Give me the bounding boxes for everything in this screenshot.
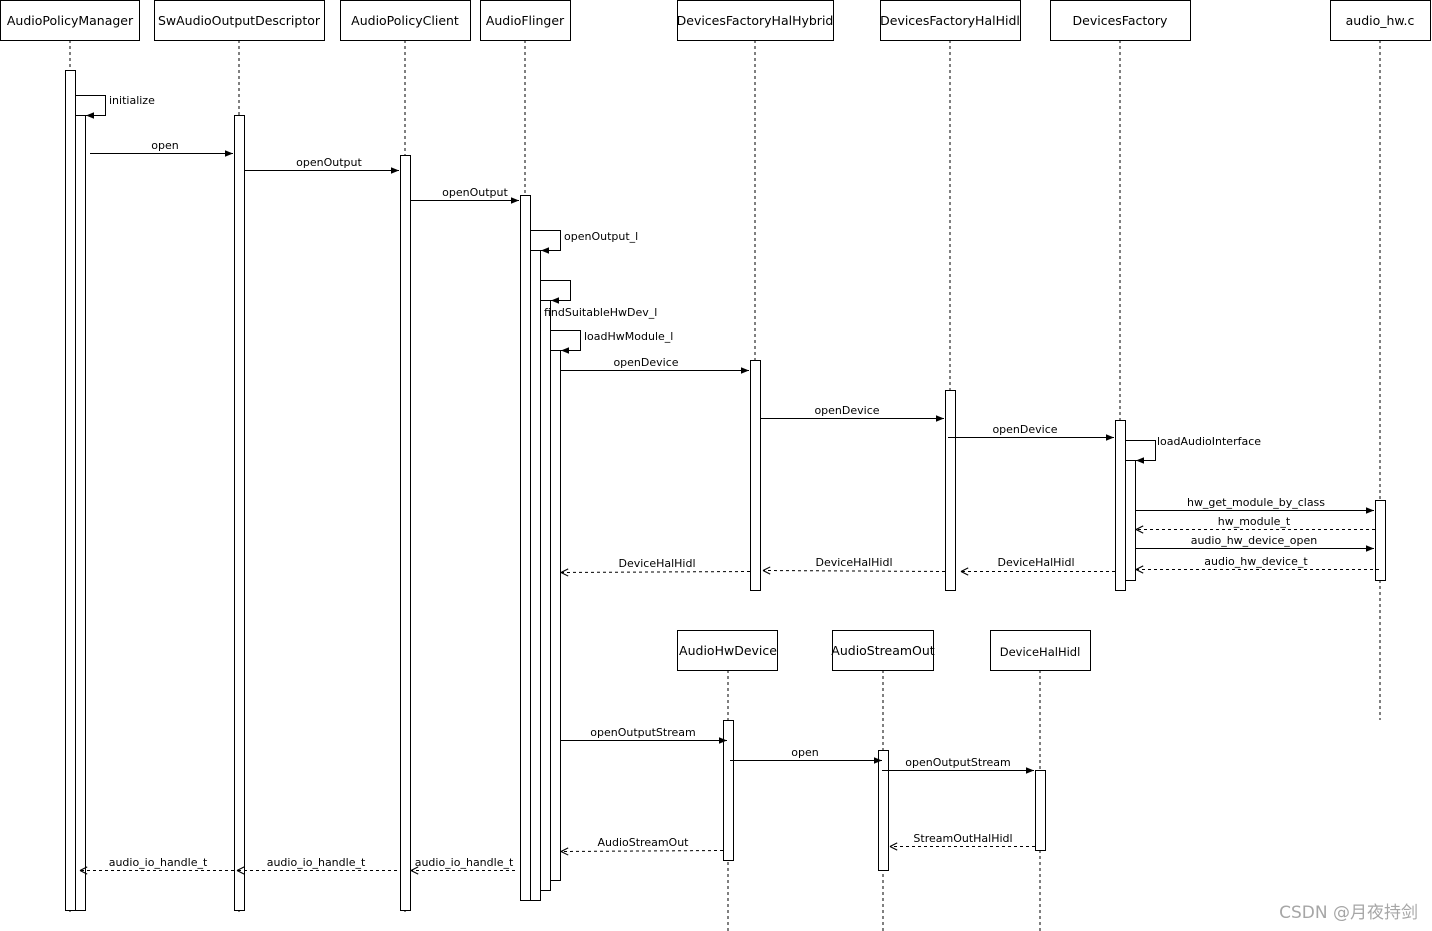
message-label: AudioStreamOut [597,836,689,849]
message-hw-get-module-by-class[interactable]: hw_get_module_by_class [1135,496,1375,514]
participant-devices-factory-hal-hybrid[interactable]: DevicesFactoryHalHybrid [677,0,834,41]
message-label: DeviceHalHidl [997,556,1074,569]
participant-audio-policy-manager[interactable]: AudioPolicyManager [0,0,140,41]
participant-label: DeviceHalHidl [1000,645,1081,659]
message-open-device[interactable]: openDevice [560,356,750,374]
activation-bar [1125,460,1136,581]
message-audio-io-handle-t[interactable]: audio_io_handle_t [79,856,234,875]
participant-label: audio_hw.c [1346,13,1415,28]
message-label: openDevice [814,404,879,417]
activation-bar [540,300,551,891]
message-label: loadHwModule_l [584,330,673,343]
message-label: hw_module_t [1218,515,1291,528]
message-label: audio_hw_device_t [1204,555,1308,568]
participant-audio-stream-out[interactable]: AudioStreamOut [831,630,935,671]
message-label: openOutputStream [905,756,1010,769]
message-find-suitable-hw-dev-l[interactable]: findSuitableHwDev_l [540,280,658,320]
message-open-output[interactable]: openOutput [244,156,400,174]
message-label: audio_io_handle_t [267,856,366,869]
activation-bar [520,195,531,901]
activation-bar [723,720,734,861]
message-open-output-l[interactable]: openOutput_l [530,230,639,254]
watermark: CSDN @月夜持剑 [1279,903,1418,923]
message-device-hal-hidl[interactable]: DeviceHalHidl [762,556,946,575]
message-open-device[interactable]: openDevice [948,423,1114,441]
activation-bar [945,390,956,591]
message-open-device[interactable]: openDevice [760,404,945,422]
message-open-output-stream[interactable]: openOutputStream [882,756,1034,774]
participant-sw-audio-output-descriptor[interactable]: SwAudioOutputDescriptor [154,0,325,41]
participant-label: AudioFlinger [486,13,565,28]
message-audio-hw-device-t[interactable]: audio_hw_device_t [1135,555,1379,574]
message-stream-out-hal-hidl[interactable]: StreamOutHalHidl [889,832,1035,851]
activation-bar [65,70,76,911]
participant-label: DevicesFactory [1073,13,1169,28]
participant-audio-policy-client[interactable]: AudioPolicyClient [340,0,471,41]
participant-device-hal-hidl[interactable]: DeviceHalHidl [990,630,1091,671]
activation-bar [234,115,245,911]
message-label: initialize [109,94,155,107]
activation-bar [1115,420,1126,591]
message-open[interactable]: open [90,139,233,157]
participant-label: AudioHwDevice [679,643,777,658]
message-label: open [791,746,818,759]
activation-bar [750,360,761,591]
activation-bar [530,250,541,901]
participant-label: DevicesFactoryHalHidl [880,13,1020,28]
message-label: audio_hw_device_open [1191,534,1318,547]
participant-devices-factory-hal-hidl[interactable]: DevicesFactoryHalHidl [880,0,1021,41]
activation-bar [550,350,561,881]
message-load-hw-module-l[interactable]: loadHwModule_l [550,330,674,354]
activation-bar [1375,500,1386,581]
participant-label: AudioPolicyClient [351,13,459,28]
message-device-hal-hidl[interactable]: DeviceHalHidl [960,556,1115,576]
activation-bar [1035,770,1046,851]
message-load-audio-interface[interactable]: loadAudioInterface [1125,435,1262,464]
participant-label: AudioPolicyManager [7,13,134,28]
participant-label: AudioStreamOut [831,643,935,658]
message-label: openDevice [992,423,1057,436]
participant-heads: AudioPolicyManager SwAudioOutputDescript… [0,0,1431,671]
message-label: openOutputStream [590,726,695,739]
activation-bar [400,155,411,911]
participant-audio-hw-device[interactable]: AudioHwDevice [677,630,778,671]
message-open[interactable]: open [730,746,882,764]
activation-bar [878,750,889,871]
message-label: loadAudioInterface [1157,435,1261,448]
message-label: openOutput [296,156,362,169]
message-label: openDevice [613,356,678,369]
participant-devices-factory[interactable]: DevicesFactory [1050,0,1191,41]
message-label: DeviceHalHidl [618,557,695,570]
message-audio-stream-out[interactable]: AudioStreamOut [560,836,724,856]
participant-label: DevicesFactoryHalHybrid [677,13,834,28]
message-device-hal-hidl[interactable]: DeviceHalHidl [560,557,751,577]
participant-label: SwAudioOutputDescriptor [158,13,321,28]
participant-audio-hw-c[interactable]: audio_hw.c [1330,0,1431,41]
message-audio-io-handle-t[interactable]: audio_io_handle_t [236,856,397,875]
message-open-output[interactable]: openOutput [410,186,520,204]
participant-audio-flinger[interactable]: AudioFlinger [480,0,571,41]
message-label: DeviceHalHidl [815,556,892,569]
message-open-output-stream[interactable]: openOutputStream [560,726,728,744]
message-label: findSuitableHwDev_l [544,306,657,319]
message-label: audio_io_handle_t [415,856,514,869]
message-audio-hw-device-open[interactable]: audio_hw_device_open [1135,534,1375,552]
message-hw-module-t[interactable]: hw_module_t [1135,515,1375,534]
message-label: StreamOutHalHidl [913,832,1012,845]
activation-bars [65,70,1386,911]
message-label: audio_io_handle_t [109,856,208,869]
message-initialize[interactable]: initialize [75,94,156,119]
message-label: openOutput_l [564,230,638,243]
activation-bar [75,115,86,911]
messages: initialize open openOutput openOutput op… [75,94,1379,875]
message-label: hw_get_module_by_class [1187,496,1325,509]
message-audio-io-handle-t[interactable]: audio_io_handle_t [410,856,515,875]
message-label: open [151,139,178,152]
message-label: openOutput [442,186,508,199]
